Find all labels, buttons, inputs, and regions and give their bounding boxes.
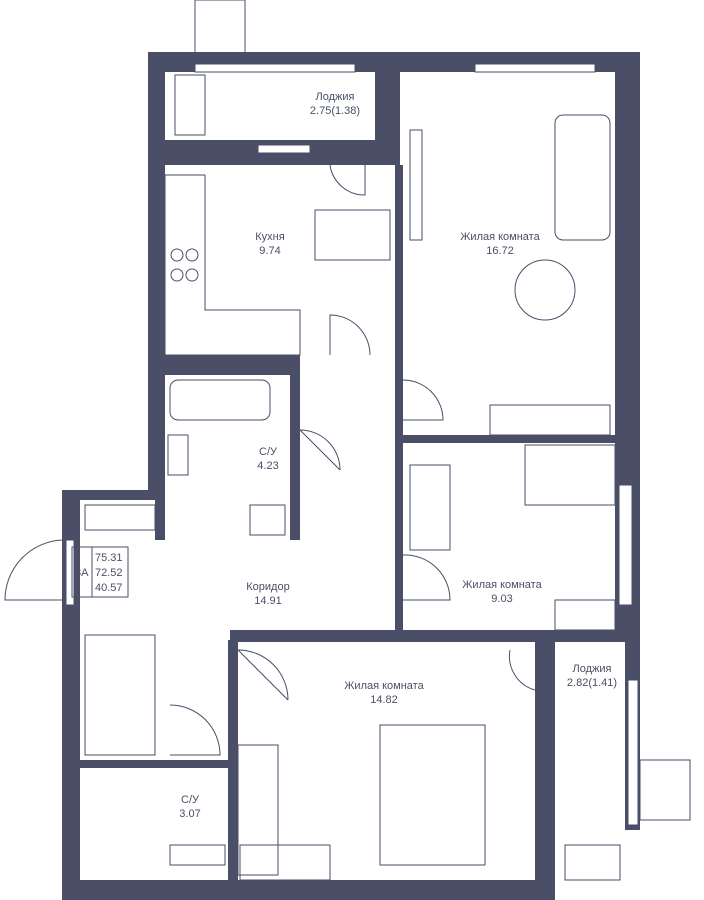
balcony-right xyxy=(639,759,691,821)
living-area: 40.57 xyxy=(95,582,123,594)
balcony-top xyxy=(194,0,246,61)
total-area: 75.31 xyxy=(95,552,123,564)
apartment-type: 3А xyxy=(75,567,89,579)
apartment-summary-box: 3А 75.31 72.52 40.57 xyxy=(71,546,129,598)
area-without-balcony: 72.52 xyxy=(95,567,123,579)
windows xyxy=(65,63,639,826)
doors xyxy=(4,164,536,756)
furniture xyxy=(84,74,621,881)
walls xyxy=(62,52,640,900)
